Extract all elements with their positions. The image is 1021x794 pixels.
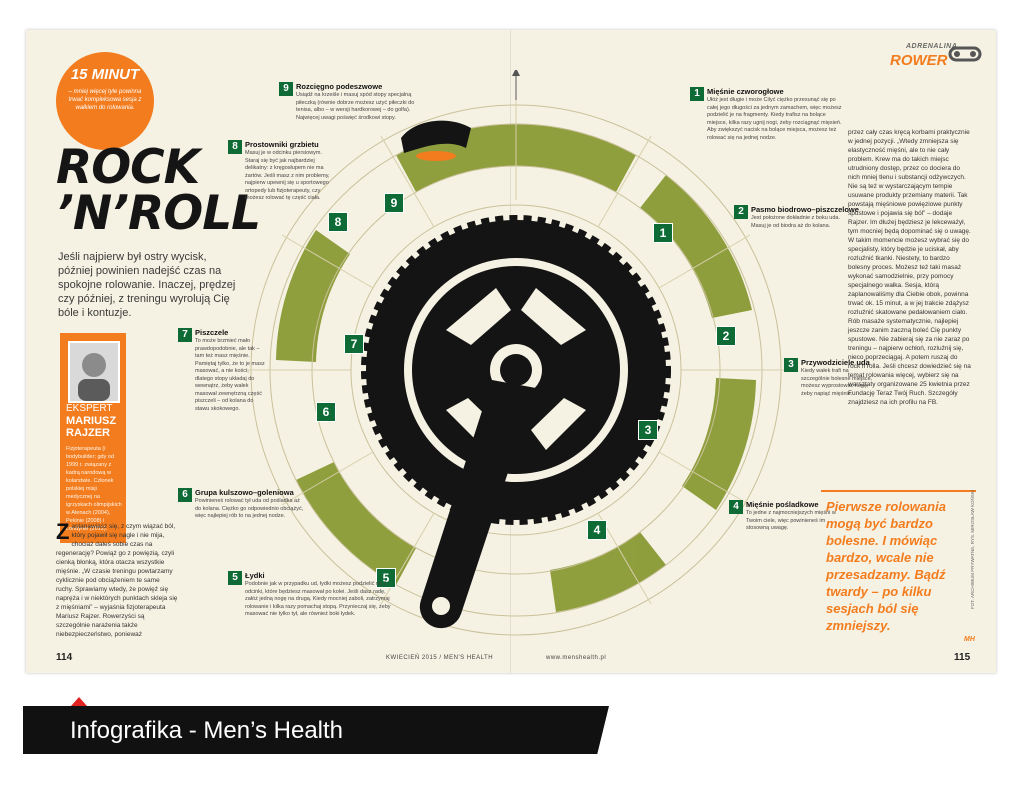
callout-heading: Rozcięgno podeszwowe [296,82,383,91]
expert-name: MARIUSZ RAJZER [66,415,117,439]
caption-bar [23,706,609,754]
wheel-number-9: 9 [384,193,404,213]
wheel-number-8: 8 [328,212,348,232]
badge-title: 15 MINUT [70,66,140,83]
callout-heading: Mięśnie czworogłowe [707,87,784,96]
wheel-number-4: 4 [587,520,607,540]
callout-heading: Prostowniki grzbietu [245,140,319,149]
badge-text: – mniej więcej tyle powinna trwać komple… [68,89,142,111]
callout-number: 1 [690,87,704,101]
footer-issue: KWIECIEŃ 2015 / MEN'S HEALTH [386,655,494,661]
callout-text: Jest położone dokładnie z boku uda. Masu… [751,215,840,229]
footer-mh-logo: MH [964,636,975,643]
callout-number: 2 [734,205,748,219]
title-line-1: ROCK [56,140,200,195]
drop-cap: Z [56,519,70,544]
footer-url: www.menshealth.pl [546,655,607,661]
page-number-left: 114 [56,652,73,663]
callout-number: 4 [729,500,743,514]
time-badge: 15 MINUT – mniej więcej tyle powinna trw… [56,52,154,150]
callout-heading: Przywodziciele uda [801,358,870,367]
callout-text: Usiądź na krześle i masuj spód stopy spe… [296,92,415,121]
callout-heading: Mięśnie pośladkowe [746,500,819,509]
figure-9-illustration [401,120,471,161]
image-caption: Infografika - Men’s Health [70,717,344,744]
callout-text: To jedne z najmocniejszych mięśni w Twoi… [746,510,836,531]
left-body-paragraph: astanawiasz się, z czym wiązać ból, któr… [56,523,178,638]
section-kicker: ADRENALINA [906,43,958,50]
callout-number: 6 [178,488,192,502]
right-body-text: przez cały czas kręcą korbami praktyczni… [848,129,971,406]
callout-text: Podobnie jak w przypadku ud, łydki możes… [245,581,391,617]
callout-number: 7 [178,328,192,342]
callout-text: Powinieneś rolować tył uda od pośladka a… [195,498,304,519]
magazine-spread: 1 2 3 4 5 6 7 8 9 ADRENALINA ROWER 15 MINUT – mn… [26,30,996,673]
expert-bio: Fizjoterapeuta (i bodybuilder; gdy od 19… [66,446,122,532]
section-brand: ROWER [890,52,948,69]
lead-paragraph: Jeśli najpierw był ostry wycisk, później… [58,251,236,319]
left-body-text: Z astanawiasz się, z czym wiązać ból, kt… [56,519,178,639]
crankset-wheel-graphic [246,70,786,636]
quote-rule [821,490,976,492]
callout-number: 3 [784,358,798,372]
article-title: ROCK ’N’ROLL [56,140,261,241]
pull-quote: Pierwsze rolowania mogą być bardzo boles… [826,499,946,633]
chain-icon [948,46,982,62]
expert-label: EKSPERT [66,403,113,414]
wheel-number-7: 7 [344,334,364,354]
callout-text: Ułóż jest długie i może Cilyć ciężko prz… [707,97,842,141]
expert-box: EKSPERT MARIUSZ RAJZER Fizjoterapeuta (i… [60,333,126,543]
callout-heading: Grupa kulszowo–goleniowa [195,488,294,497]
callout-text: Masuj je w odcinku piersiowym. Staraj si… [245,150,330,201]
title-line-2: ’N’ROLL [56,186,261,241]
callout-number: 8 [228,140,242,154]
callout-heading: Piszczele [195,328,229,337]
callout-heading: Łydki [245,571,265,580]
callout-text: Kiedy wałek trafi na szczególnie bolesne… [801,368,873,397]
callout-number: 5 [228,571,242,585]
callout-text: To może brzmieć mało prawdopodobnie, ale… [195,338,265,412]
wheel-number-2: 2 [716,326,736,346]
caption-marker-icon [71,697,87,706]
callout-number: 9 [279,82,293,96]
expert-photo [68,341,120,403]
photo-credit: FOT. ARCHIWUM PRYWATNE, RYS. MIROSŁAW KO… [970,490,975,609]
callout-heading: Pasmo biodrowo–piszczelowe [751,205,859,214]
page-number-right: 115 [954,652,971,663]
wheel-number-3: 3 [638,420,658,440]
wheel-number-5: 5 [376,568,396,588]
wheel-number-6: 6 [316,402,336,422]
wheel-number-1: 1 [653,223,673,243]
